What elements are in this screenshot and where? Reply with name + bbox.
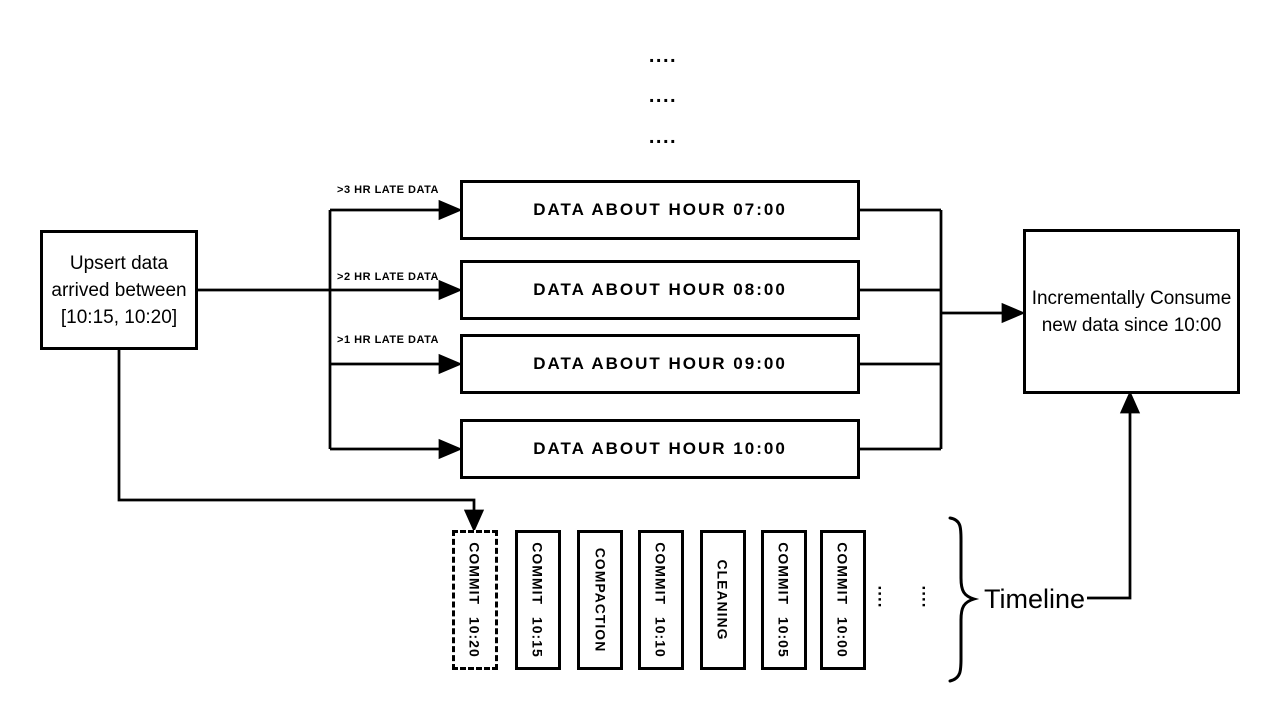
hour-box-1000: DATA ABOUT HOUR 10:00 [460, 419, 860, 479]
arrowhead-commit [463, 509, 485, 533]
line-timeline-to-consumer [1087, 410, 1132, 600]
timeline-ellipsis-text: .... [918, 585, 937, 609]
arrowhead-consumer [1001, 302, 1026, 324]
timeline-entry-label: COMMIT 10:20 [467, 542, 483, 658]
timeline-ellipsis-text: .... [874, 585, 893, 609]
timeline-entry-label: CLEANING [715, 559, 731, 641]
hour-box-0700: DATA ABOUT HOUR 07:00 [460, 180, 860, 240]
late-data-label-3hr: >3 HR LATE DATA [337, 184, 439, 196]
continuation-dots-row: .... [648, 45, 678, 67]
timeline-entry-commit-1010: COMMIT 10:10 [638, 530, 684, 670]
timeline-brace [948, 516, 980, 683]
timeline-entry-commit-1000: COMMIT 10:00 [820, 530, 866, 670]
upsert-source-line: [10:15, 10:20] [60, 306, 178, 328]
timeline-entry-commit-1015: COMMIT 10:15 [515, 530, 561, 670]
incremental-consumer-box: Incrementally Consume new data since 10:… [1023, 229, 1240, 394]
upsert-source-box: Upsert data arrived between [10:15, 10:2… [40, 230, 198, 350]
hour-box-0800: DATA ABOUT HOUR 08:00 [460, 260, 860, 320]
incremental-consumer-line: Incrementally Consume [1031, 287, 1232, 309]
upsert-source-line: arrived between [51, 279, 187, 301]
arrowhead-timeline-up [1119, 390, 1141, 414]
timeline-entry-label: COMMIT 10:15 [530, 542, 546, 658]
timeline-entry-label: COMPACTION [592, 547, 608, 653]
arrowhead-hour-10 [438, 438, 463, 460]
continuation-dots-row: .... [648, 85, 678, 107]
timeline-entry-cleaning: CLEANING [700, 530, 746, 670]
timeline-entry-commit-1020: COMMIT 10:20 [452, 530, 498, 670]
late-data-label-2hr: >2 HR LATE DATA [337, 271, 439, 283]
upsert-source-line: Upsert data [69, 252, 169, 274]
line-source-to-commit [117, 349, 476, 513]
timeline-entry-commit-1005: COMMIT 10:05 [761, 530, 807, 670]
timeline-ellipsis-dots: .... [871, 584, 895, 610]
timeline-entry-label: COMMIT 10:05 [776, 542, 792, 658]
continuation-dots-row: .... [648, 126, 678, 148]
timeline-label: Timeline [984, 584, 1086, 614]
timeline-entry-compaction: COMPACTION [577, 530, 623, 670]
timeline-ellipsis-dots: .... [915, 584, 939, 610]
timeline-entry-label: COMMIT 10:10 [653, 542, 669, 658]
arrowhead-hour-08 [438, 279, 463, 301]
arrowhead-hour-09 [438, 353, 463, 375]
late-data-label-1hr: >1 HR LATE DATA [337, 334, 439, 346]
hour-box-0900: DATA ABOUT HOUR 09:00 [460, 334, 860, 394]
timeline-entry-label: COMMIT 10:00 [835, 542, 851, 658]
arrowhead-hour-07 [438, 199, 463, 221]
incremental-consumer-line: new data since 10:00 [1041, 314, 1222, 336]
